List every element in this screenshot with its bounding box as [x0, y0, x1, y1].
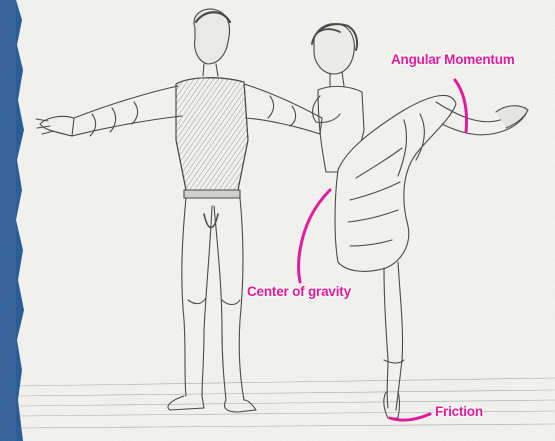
friction-label: Friction — [435, 404, 483, 419]
angular-momentum-label: Angular Momentum — [391, 52, 515, 67]
center-of-gravity-label: Center of gravity — [247, 284, 351, 299]
